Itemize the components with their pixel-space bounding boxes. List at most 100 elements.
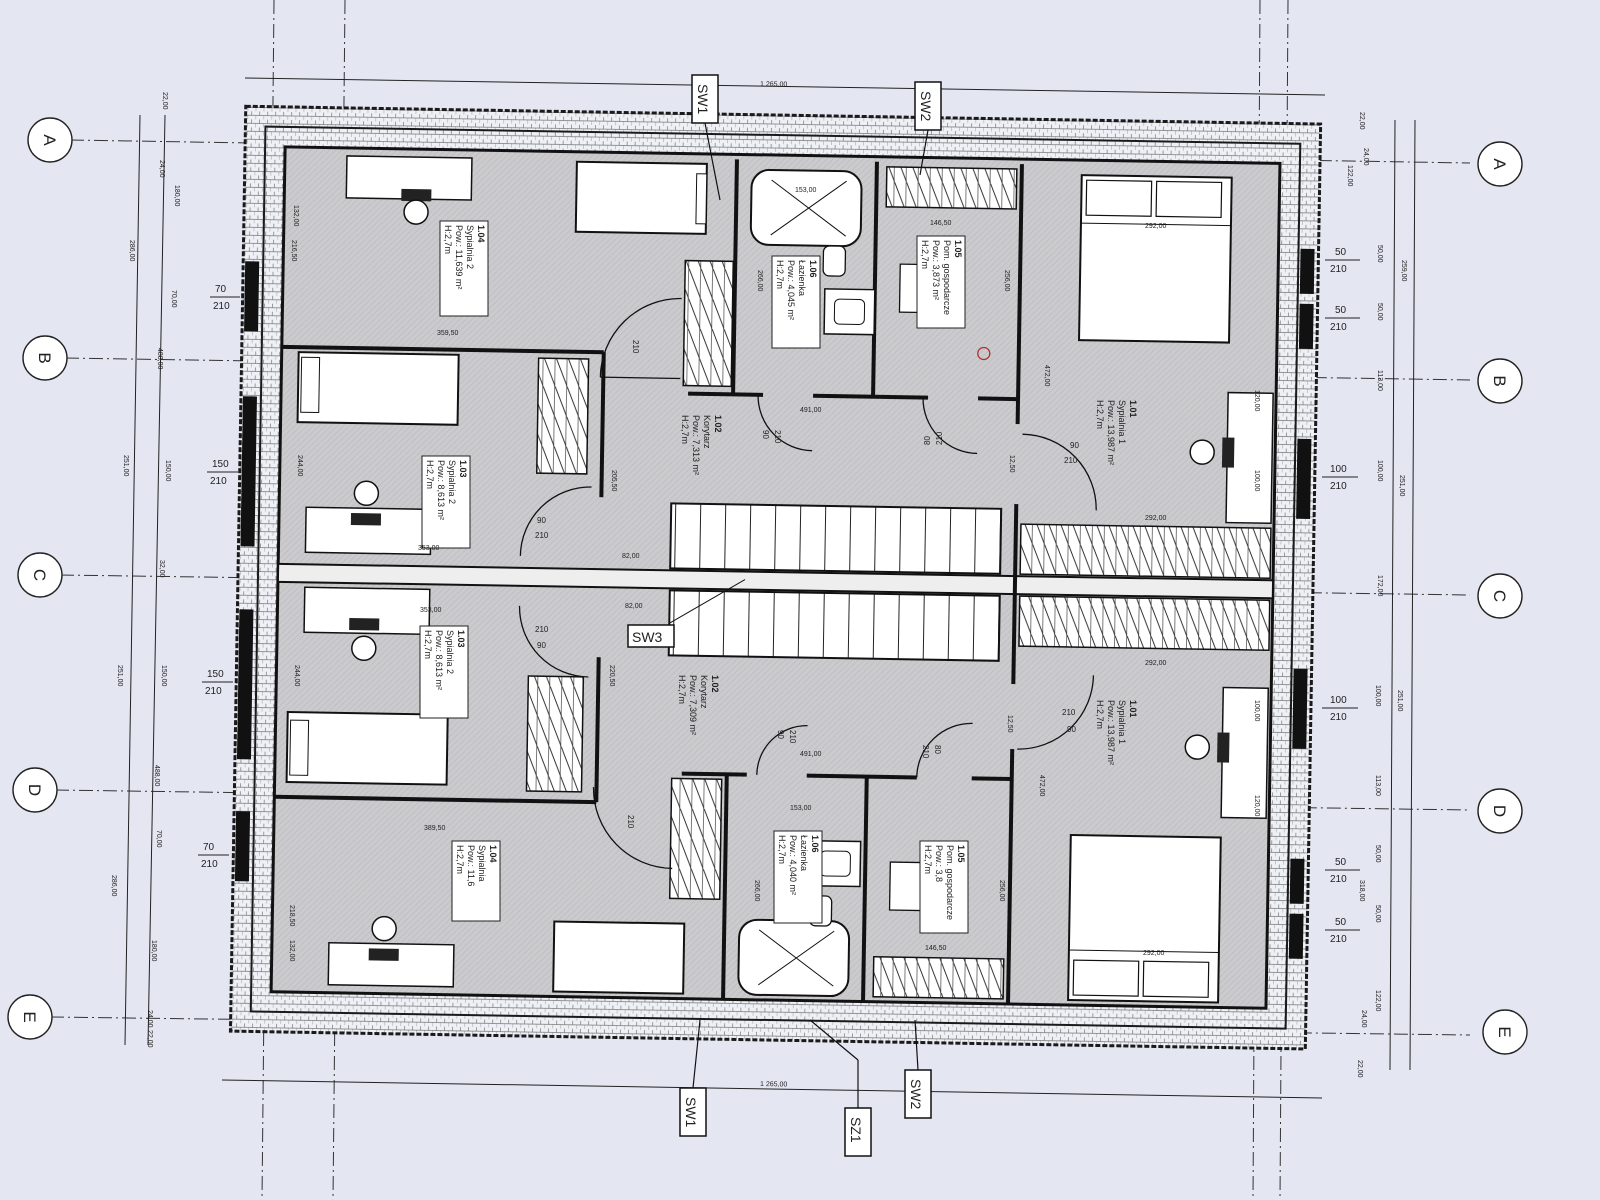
axis-label-right-d: D xyxy=(1490,805,1509,817)
svg-text:210: 210 xyxy=(1330,264,1347,275)
svg-text:Pow.: 4,040 m²: Pow.: 4,040 m² xyxy=(788,835,798,895)
svg-text:180,00: 180,00 xyxy=(173,185,180,207)
svg-text:SW2: SW2 xyxy=(918,91,934,122)
room-label-1-05-upper: 1.05 Pom. gospodarcze Pow.: 3,873 m² H:2… xyxy=(916,235,966,329)
svg-text:286,00: 286,00 xyxy=(110,875,117,897)
svg-text:22,00: 22,00 xyxy=(146,1030,153,1048)
svg-text:Pow.: 11,6: Pow.: 11,6 xyxy=(466,845,476,886)
svg-text:251,00: 251,00 xyxy=(122,455,129,477)
svg-text:266,00: 266,00 xyxy=(756,270,763,292)
svg-text:318,00: 318,00 xyxy=(1358,880,1365,902)
svg-text:H:2,7m: H:2,7m xyxy=(425,460,435,489)
svg-text:353,00: 353,00 xyxy=(420,607,442,614)
svg-text:24,00: 24,00 xyxy=(1362,148,1369,166)
wardrobe-7 xyxy=(885,166,1018,210)
svg-text:Pow.: 11,639 m²: Pow.: 11,639 m² xyxy=(454,225,464,289)
room-label-1-05-lower: 1.05 Pom. gospodarcze Pow.: 3,8 H:2,7m xyxy=(919,840,969,934)
svg-text:H:2,7m: H:2,7m xyxy=(775,260,785,289)
svg-text:220,50: 220,50 xyxy=(608,665,615,687)
svg-text:50: 50 xyxy=(1335,917,1347,928)
svg-text:244,00: 244,00 xyxy=(296,455,303,477)
svg-text:1.01: 1.01 xyxy=(1128,700,1138,718)
svg-text:1.03: 1.03 xyxy=(456,630,466,648)
svg-text:24,00: 24,00 xyxy=(1360,1010,1367,1028)
svg-text:H:2,7m: H:2,7m xyxy=(1095,400,1105,429)
svg-text:Pow.: 3,8: Pow.: 3,8 xyxy=(934,845,944,882)
opening-label-r2: 50 210 xyxy=(1325,305,1360,333)
wardrobe-3 xyxy=(535,357,590,475)
svg-text:100: 100 xyxy=(1330,695,1347,706)
svg-text:Sypialnia 2: Sypialnia 2 xyxy=(447,460,457,504)
svg-text:Sypialnia 2: Sypialnia 2 xyxy=(465,225,475,269)
svg-text:Pow.: 7,313 m²: Pow.: 7,313 m² xyxy=(691,415,701,475)
svg-text:218,50: 218,50 xyxy=(288,905,295,927)
single-bed-1 xyxy=(574,160,708,235)
svg-text:1.02: 1.02 xyxy=(710,675,720,693)
svg-text:251,00: 251,00 xyxy=(116,665,123,687)
axis-label-right-e: E xyxy=(1495,1026,1514,1037)
toilet-upper xyxy=(822,245,847,277)
door-label-d6: 210 xyxy=(626,815,635,829)
desk-4 xyxy=(327,915,455,988)
room-label-1-03-lower: 1.03 Sypialnia 2 Pow.: 8,613 m² H:2,7m xyxy=(419,625,469,719)
svg-text:210: 210 xyxy=(1330,481,1347,492)
svg-text:251,00: 251,00 xyxy=(1398,475,1405,497)
svg-text:H:2,7m: H:2,7m xyxy=(1095,700,1105,729)
sink-upper xyxy=(823,288,876,336)
desk-2 xyxy=(304,480,432,556)
svg-text:H:2,7m: H:2,7m xyxy=(443,225,453,254)
svg-text:210: 210 xyxy=(788,730,797,744)
svg-text:H:2,7m: H:2,7m xyxy=(680,415,690,444)
svg-text:491,00: 491,00 xyxy=(800,407,822,414)
svg-text:Pow.: 13,987 m²: Pow.: 13,987 m² xyxy=(1106,700,1116,765)
svg-text:22,00: 22,00 xyxy=(1356,1060,1363,1078)
svg-text:256,00: 256,00 xyxy=(1003,270,1010,292)
svg-text:292,00: 292,00 xyxy=(1145,223,1167,230)
axis-markers-left xyxy=(7,117,73,1040)
svg-text:100: 100 xyxy=(1330,464,1347,475)
svg-text:1.02: 1.02 xyxy=(713,415,723,433)
svg-text:244,00: 244,00 xyxy=(293,665,300,687)
svg-text:22,00: 22,00 xyxy=(1358,112,1365,130)
svg-text:H:2,7m: H:2,7m xyxy=(920,240,930,269)
svg-text:H:2,7m: H:2,7m xyxy=(777,835,787,864)
axis-label-right-c: C xyxy=(1490,590,1509,602)
svg-text:120,00: 120,00 xyxy=(1253,390,1260,412)
svg-text:24,00: 24,00 xyxy=(158,160,165,178)
svg-text:Pow.: 3,873 m²: Pow.: 3,873 m² xyxy=(931,240,941,300)
wardrobe-8 xyxy=(872,956,1005,1000)
wardrobe-1 xyxy=(1019,523,1272,580)
svg-text:Pom. gospodarcze: Pom. gospodarcze xyxy=(945,845,955,920)
svg-text:488,00: 488,00 xyxy=(156,348,163,370)
svg-text:50,00: 50,00 xyxy=(1374,845,1381,863)
svg-text:SW1: SW1 xyxy=(683,1097,699,1128)
svg-text:Pow.: 4,045 m²: Pow.: 4,045 m² xyxy=(786,260,796,320)
bathtub-upper xyxy=(749,168,863,248)
svg-text:SW2: SW2 xyxy=(908,1079,924,1110)
single-bed-3 xyxy=(285,711,449,786)
boiler-marker xyxy=(977,346,991,361)
windows xyxy=(234,248,1315,959)
svg-text:210: 210 xyxy=(1330,322,1347,333)
svg-text:Sypialnia 2: Sypialnia 2 xyxy=(445,630,455,674)
door-label-d5: 210 xyxy=(631,340,640,354)
svg-text:12,50: 12,50 xyxy=(1008,455,1015,473)
svg-text:50: 50 xyxy=(1335,305,1347,316)
building xyxy=(228,104,1323,1051)
svg-text:70,00: 70,00 xyxy=(155,830,162,848)
axis-label-right-a: A xyxy=(1490,158,1509,170)
svg-text:120,00: 120,00 xyxy=(1253,795,1260,817)
svg-text:82,00: 82,00 xyxy=(622,553,640,560)
svg-text:210: 210 xyxy=(210,476,227,487)
svg-text:H:2,7m: H:2,7m xyxy=(677,675,687,704)
svg-text:80: 80 xyxy=(923,436,932,445)
